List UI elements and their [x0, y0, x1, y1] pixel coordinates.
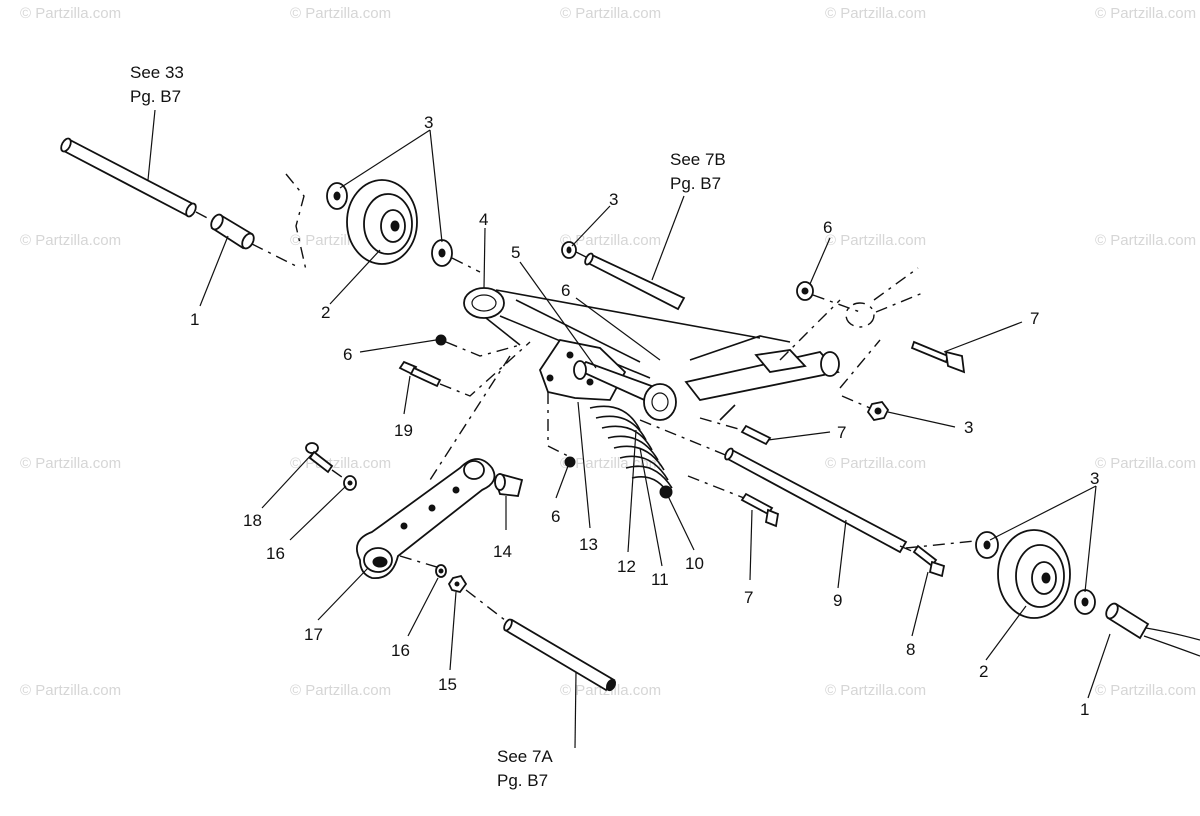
leader-lines: [147, 109, 1111, 749]
callout-3: 3: [609, 190, 618, 209]
upper-short-shaft: [584, 252, 686, 311]
callout-16: 16: [266, 544, 285, 563]
center-cross-tube: [573, 360, 677, 421]
lower-nut-6: [564, 456, 576, 468]
lower-shaft-7a: [503, 618, 617, 692]
callout-10: 10: [685, 554, 704, 573]
callout-15: 15: [438, 675, 457, 694]
callout-17: 17: [304, 625, 323, 644]
right-idler-wheel: [997, 529, 1071, 619]
watermark: © Partzilla.com: [1095, 5, 1196, 22]
callout-6: 6: [551, 507, 560, 526]
callout-6: 6: [343, 345, 352, 364]
bolt-18: [305, 442, 334, 474]
callout-3: 3: [1090, 469, 1099, 488]
link-arm: [356, 458, 496, 579]
callout-3: 3: [424, 113, 433, 132]
center-bolt: [740, 424, 772, 446]
reference-line: Pg. B7: [130, 87, 181, 106]
reference-line: See 7B: [670, 150, 726, 169]
left-rear-shaft: [60, 137, 197, 218]
upper-right-nut: [796, 281, 814, 301]
watermark: © Partzilla.com: [290, 5, 391, 22]
watermark: © Partzilla.com: [1095, 232, 1196, 249]
torsion-spring: [589, 405, 673, 499]
callout-6: 6: [561, 281, 570, 300]
watermark: © Partzilla.com: [560, 455, 661, 472]
watermark: © Partzilla.com: [1095, 455, 1196, 472]
callout-14: 14: [493, 542, 512, 561]
watermark: © Partzilla.com: [825, 682, 926, 699]
left-washer-outer: [326, 182, 348, 210]
washer-16-upper: [343, 475, 357, 491]
right-spacer-tube: [1105, 602, 1200, 657]
callout-7: 7: [1030, 309, 1039, 328]
watermark: © Partzilla.com: [290, 682, 391, 699]
watermark: © Partzilla.com: [290, 455, 391, 472]
rear-arm-frame: [463, 287, 840, 421]
washer-16-lower: [435, 564, 447, 578]
watermark: © Partzilla.com: [20, 232, 121, 249]
callout-5: 5: [511, 243, 520, 262]
watermark: © Partzilla.com: [825, 232, 926, 249]
left-nut: [435, 334, 447, 346]
reference-line: Pg. B7: [497, 771, 548, 790]
callout-2: 2: [321, 303, 330, 322]
lower-bolt: [740, 492, 780, 528]
bolt-8: [912, 544, 946, 578]
right-washer-inner: [1074, 589, 1096, 615]
reference-see-33: See 33 Pg. B7: [130, 63, 184, 106]
callout-9: 9: [833, 591, 842, 610]
reference-line: Pg. B7: [670, 174, 721, 193]
reference-line: See 7A: [497, 747, 553, 766]
watermark: © Partzilla.com: [1095, 682, 1196, 699]
left-bolt-19: [398, 360, 442, 388]
left-spacer-tube: [210, 213, 255, 250]
callout-4: 4: [479, 210, 488, 229]
left-idler-wheel: [346, 179, 418, 265]
long-shaft: [639, 419, 986, 554]
watermark: © Partzilla.com: [20, 5, 121, 22]
watermark: © Partzilla.com: [20, 682, 121, 699]
callout-6: 6: [823, 218, 832, 237]
callout-16: 16: [391, 641, 410, 660]
callout-12: 12: [617, 557, 636, 576]
callout-1: 1: [1080, 700, 1089, 719]
reference-see-7b: See 7B Pg. B7: [670, 150, 726, 193]
nut-15: [447, 574, 468, 594]
callout-1: 1: [190, 310, 199, 329]
reference-line: See 33: [130, 63, 184, 82]
callout-3: 3: [964, 418, 973, 437]
left-washer-inner: [431, 239, 453, 267]
watermark: © Partzilla.com: [560, 5, 661, 22]
watermark: © Partzilla.com: [20, 455, 121, 472]
reference-see-7a: See 7A Pg. B7: [497, 747, 553, 790]
right-side-nut: [866, 401, 890, 421]
callout-2: 2: [979, 662, 988, 681]
bushing-14: [494, 472, 524, 497]
callout-7: 7: [837, 423, 846, 442]
callout-13: 13: [579, 535, 598, 554]
watermark: © Partzilla.com: [825, 455, 926, 472]
upper-right-bolt: [910, 340, 966, 374]
callout-18: 18: [243, 511, 262, 530]
callout-8: 8: [906, 640, 915, 659]
callout-11: 11: [651, 570, 669, 589]
callouts: 1 2 3 4 5 3 6 6 6 7 3 7 19 18 16 14 6 13…: [190, 113, 1099, 719]
watermark: © Partzilla.com: [560, 232, 661, 249]
watermark: © Partzilla.com: [825, 5, 926, 22]
right-washer-outer: [975, 531, 999, 559]
watermark-layer: © Partzilla.com © Partzilla.com © Partzi…: [20, 5, 1196, 699]
callout-7: 7: [744, 588, 753, 607]
callout-19: 19: [394, 421, 413, 440]
